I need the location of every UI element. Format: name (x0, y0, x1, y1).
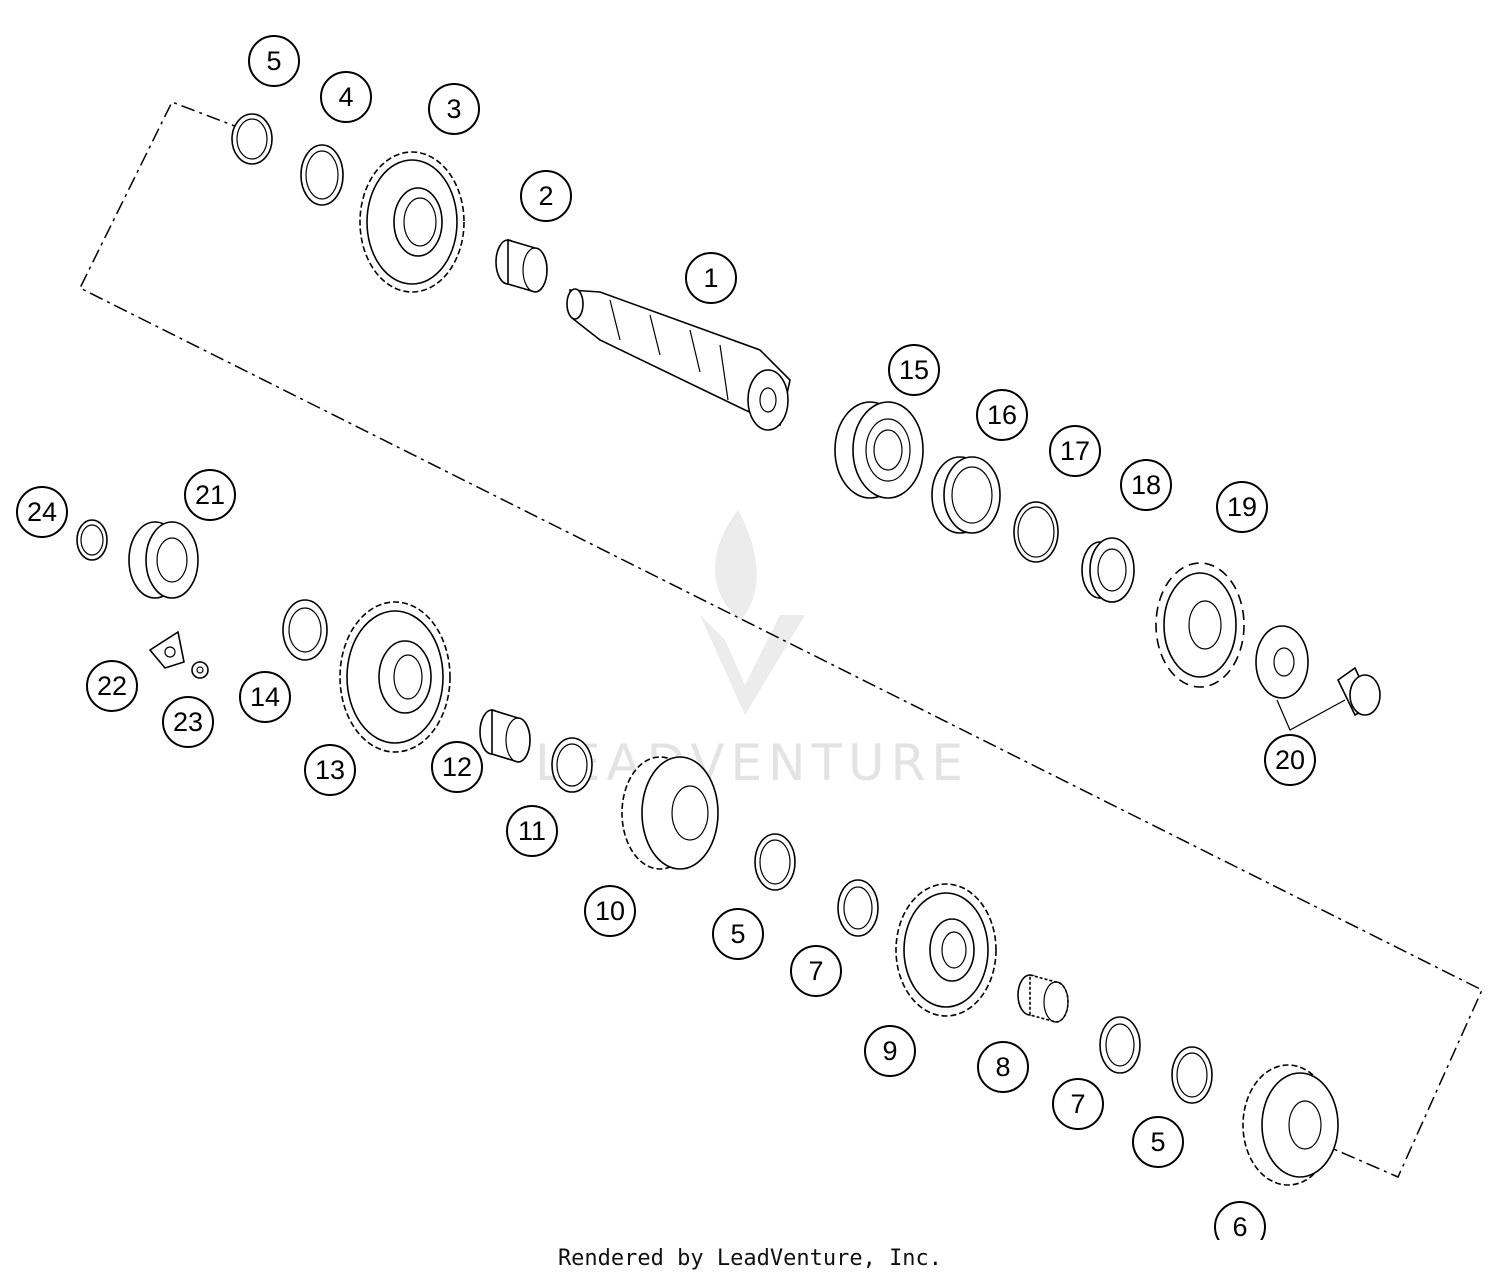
circlip-part-24 (76, 519, 108, 561)
svg-text:4: 4 (338, 82, 353, 112)
svg-text:7: 7 (1070, 1089, 1085, 1119)
callout-12: 12 (431, 741, 483, 793)
callout-8: 8 (977, 1041, 1029, 1093)
callout-7-lower: 7 (1052, 1078, 1104, 1130)
svg-text:3: 3 (446, 94, 461, 124)
callout-15: 15 (888, 344, 940, 396)
watermark-text: LEADVENTURE (535, 734, 969, 792)
o-ring-part-17 (1013, 501, 1059, 563)
washer-part-7-lower (1099, 1016, 1141, 1074)
svg-text:13: 13 (315, 755, 345, 785)
spacer-part-18 (1081, 537, 1135, 603)
svg-text:10: 10 (595, 896, 625, 926)
shaft-part-1 (566, 288, 791, 431)
callout-10: 10 (584, 885, 636, 937)
svg-text:5: 5 (1150, 1127, 1165, 1157)
callout-21: 21 (184, 469, 236, 521)
bushing-part-2 (495, 238, 548, 293)
svg-text:24: 24 (27, 497, 57, 527)
svg-text:11: 11 (518, 816, 546, 846)
gear-part-3 (359, 151, 465, 293)
callout-20: 20 (1264, 734, 1316, 786)
washer-part-14 (282, 599, 328, 661)
callout-9: 9 (864, 1025, 916, 1077)
washer-part-7-mid (837, 879, 879, 937)
circlip-part-5-lower (1171, 1046, 1213, 1104)
washer-part-11 (551, 737, 593, 793)
callout-5-top: 5 (248, 35, 300, 87)
svg-text:12: 12 (442, 752, 472, 782)
bearing-part-15 (834, 401, 924, 499)
callout-5-lower: 5 (1132, 1116, 1184, 1168)
callout-16: 16 (976, 389, 1028, 441)
exploded-view-diagram: LEADVENTURE (16, 35, 1483, 1240)
circlip-part-5-mid (754, 833, 796, 891)
callout-11: 11 (506, 805, 558, 857)
svg-text:6: 6 (1232, 1212, 1247, 1240)
callout-24: 24 (16, 486, 68, 538)
footer-credit: Rendered by LeadVenture, Inc. (557, 1246, 943, 1271)
callout-19: 19 (1216, 481, 1268, 533)
seal-part-16 (931, 456, 1001, 534)
svg-text:9: 9 (882, 1036, 897, 1066)
svg-text:2: 2 (538, 181, 553, 211)
washer-part-4 (300, 144, 344, 206)
svg-text:14: 14 (250, 682, 280, 712)
screw-part-23 (191, 661, 209, 679)
needle-bearing-part-8 (1017, 973, 1069, 1023)
bushing-part-12 (479, 708, 531, 763)
callout-4: 4 (320, 71, 372, 123)
callout-18: 18 (1120, 459, 1172, 511)
callout-23: 23 (162, 696, 214, 748)
gear-part-13 (339, 601, 451, 753)
callout-13: 13 (304, 744, 356, 796)
svg-text:18: 18 (1131, 470, 1161, 500)
sprocket-part-19 (1155, 562, 1245, 688)
watermark-logo-icon (700, 510, 805, 715)
svg-text:17: 17 (1060, 436, 1090, 466)
callout-22: 22 (86, 660, 138, 712)
leader-line-20 (1276, 699, 1346, 731)
gear-part-6 (1242, 1064, 1339, 1186)
svg-text:23: 23 (173, 707, 203, 737)
callout-14: 14 (239, 671, 291, 723)
svg-text:7: 7 (808, 956, 823, 986)
callout-6: 6 (1214, 1201, 1266, 1240)
svg-text:20: 20 (1275, 745, 1305, 775)
gear-part-10 (621, 756, 719, 870)
svg-text:21: 21 (195, 480, 225, 510)
callout-17: 17 (1049, 425, 1101, 477)
circlip-part-5 (231, 113, 273, 165)
callout-3: 3 (428, 83, 480, 135)
svg-text:19: 19 (1227, 492, 1257, 522)
bolt-part-20 (1336, 666, 1381, 717)
svg-text:22: 22 (97, 671, 127, 701)
gear-part-9 (895, 883, 997, 1017)
lock-plate-part-22 (148, 630, 185, 669)
svg-text:15: 15 (899, 355, 929, 385)
svg-text:1: 1 (703, 263, 718, 293)
callout-7-mid: 7 (790, 945, 842, 997)
washer-part-20 (1255, 625, 1309, 699)
callout-2: 2 (520, 170, 572, 222)
assembly-axis-line (78, 101, 1483, 1178)
callout-1: 1 (685, 252, 737, 304)
svg-text:16: 16 (987, 400, 1017, 430)
svg-text:8: 8 (995, 1052, 1010, 1082)
callout-5-mid: 5 (712, 908, 764, 960)
bearing-part-21 (128, 521, 199, 599)
svg-text:5: 5 (266, 46, 281, 76)
svg-text:5: 5 (730, 919, 745, 949)
